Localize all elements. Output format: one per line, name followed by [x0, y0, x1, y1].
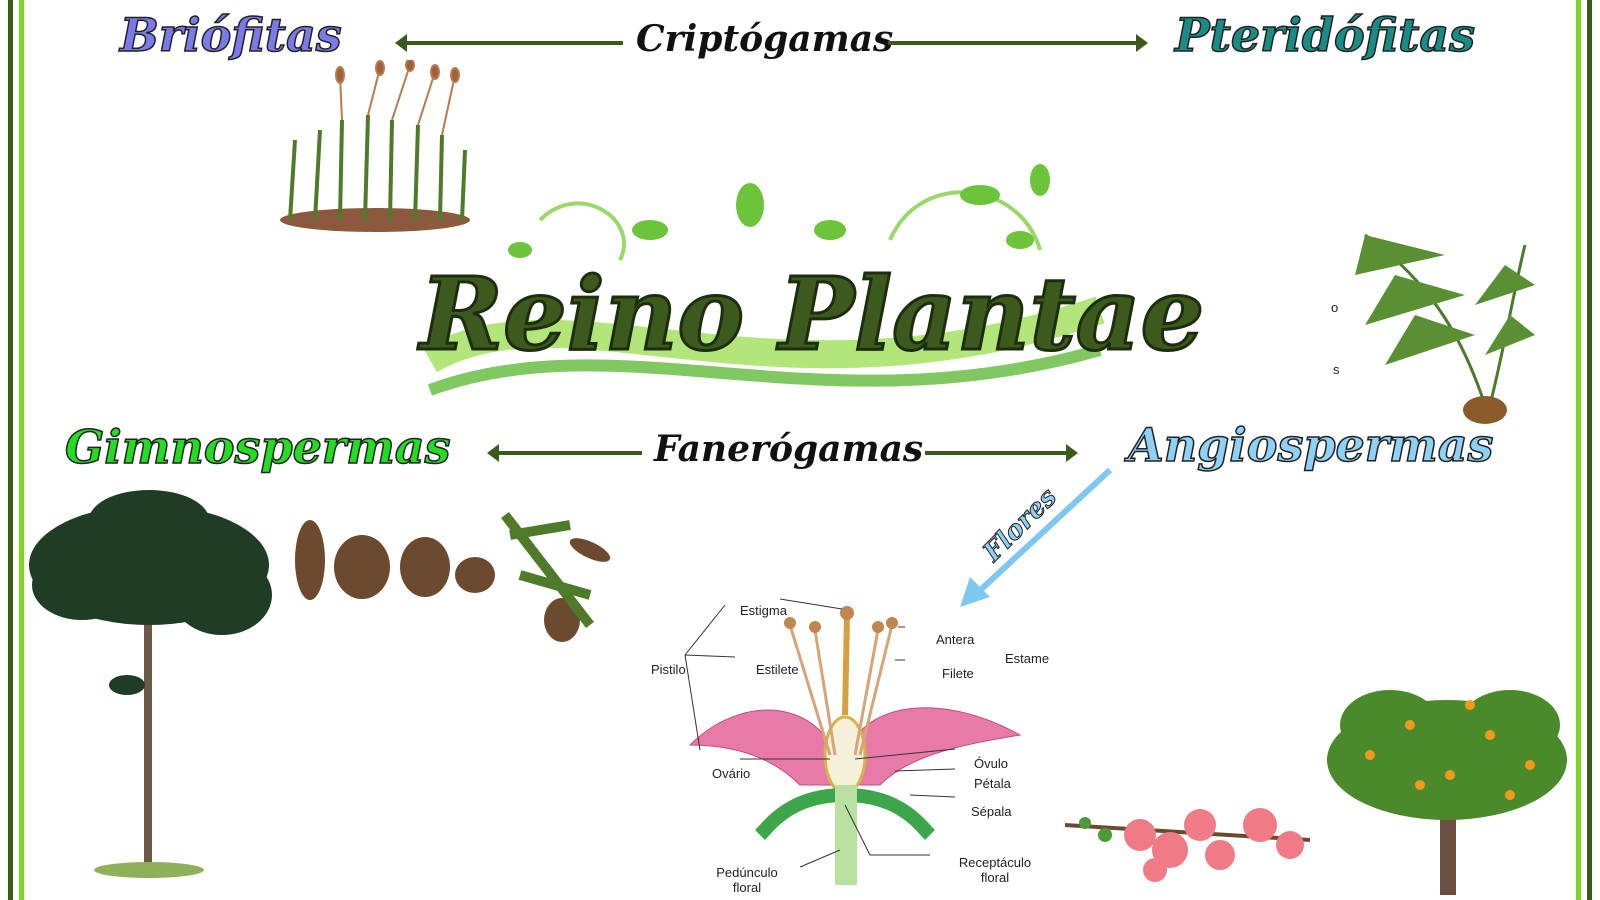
label-pistilo: Pistilo: [651, 662, 686, 677]
label-petala: Pétala: [974, 776, 1011, 791]
label-pedunculo: Pedúnculo floral: [716, 865, 778, 895]
stray-letter-o: o: [1331, 300, 1339, 315]
border-right-dark: [1587, 0, 1592, 900]
page-title: Reino Plantae: [418, 254, 1205, 375]
pteridofitas-heading: Pteridófitas: [1174, 7, 1476, 63]
fern-illustration: [1355, 233, 1535, 424]
label-estigma: Estigma: [740, 603, 787, 618]
label-filete: Filete: [942, 666, 974, 681]
flower-diagram: [684, 598, 1022, 885]
araucaria-tree: [29, 490, 272, 878]
arrow-to-gimnospermas: [487, 444, 642, 462]
border-left-lime: [19, 0, 24, 900]
angiospermas-heading: Angiospermas: [1127, 417, 1494, 473]
criptogamas-label: Criptógamas: [636, 18, 894, 60]
briofitas-heading: Briófitas: [119, 7, 342, 63]
fanerogamas-label: Fanerógamas: [654, 428, 924, 470]
arrow-to-angiospermas: [925, 444, 1078, 462]
border-left-dark: [8, 0, 13, 900]
stray-letter-s: s: [1333, 362, 1340, 377]
flores-arrow: [960, 467, 1113, 607]
gimnospermas-heading: Gimnospermas: [64, 419, 451, 475]
vine-decoration: [423, 164, 1105, 396]
orange-tree: [1327, 690, 1567, 895]
moss-illustration: [280, 60, 470, 232]
label-ovario: Ovário: [712, 766, 751, 781]
label-sepala: Sépala: [971, 804, 1012, 819]
pine-cones: [295, 511, 611, 642]
label-estilete: Estilete: [756, 662, 799, 677]
label-estame: Estame: [1005, 651, 1050, 666]
blossom-branch: [1064, 808, 1311, 882]
arrow-to-pteridofitas: [888, 34, 1148, 52]
label-antera: Antera: [936, 632, 975, 647]
arrow-to-briofitas: [395, 34, 623, 52]
label-receptaculo: Receptáculo floral: [958, 855, 1032, 885]
border-right-lime: [1576, 0, 1581, 900]
label-ovulo: Óvulo: [974, 756, 1008, 771]
